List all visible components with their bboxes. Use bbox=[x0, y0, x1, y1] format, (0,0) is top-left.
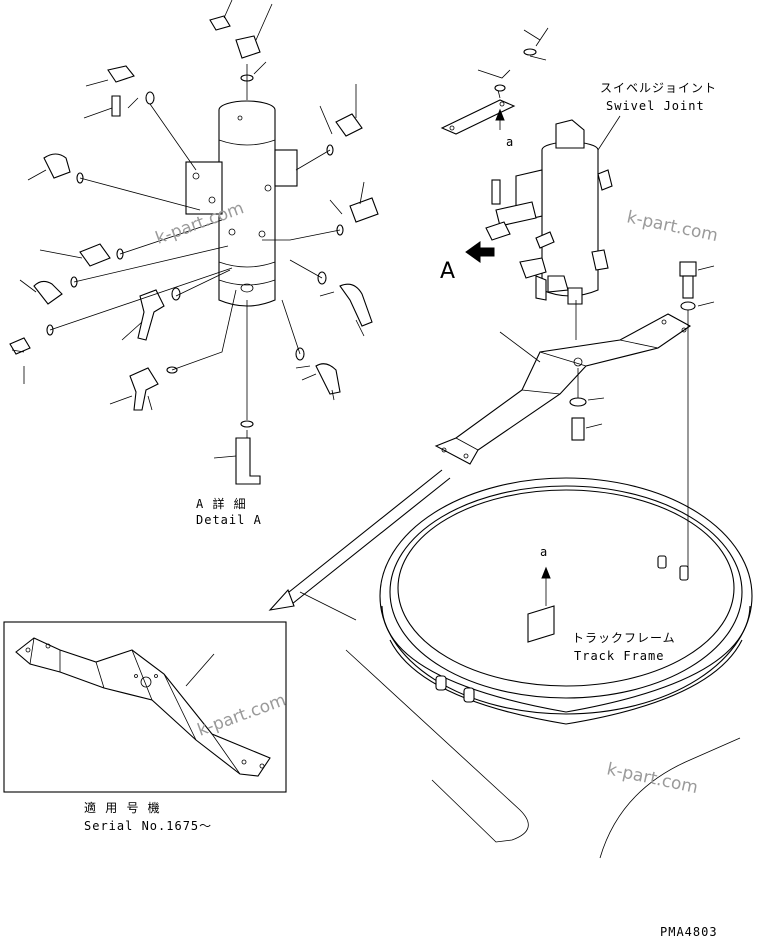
view-letter: A bbox=[440, 259, 455, 284]
bolt-washer-top-right bbox=[679, 261, 715, 568]
swivel-joint-label-jp: スイベルジョイント bbox=[600, 81, 717, 95]
hose-fitting-left bbox=[137, 289, 165, 341]
watermark: k-part.com bbox=[605, 759, 700, 798]
ref-letter-top: a bbox=[506, 135, 514, 149]
elbow-fitting-left bbox=[43, 153, 71, 179]
detail-a-group bbox=[9, 0, 379, 485]
elbow-fitting-right-low bbox=[315, 363, 341, 395]
ref-letter-frame: a bbox=[540, 545, 548, 559]
track-frame-label-en: Track Frame bbox=[574, 649, 664, 663]
elbow-fitting-left-mid bbox=[33, 280, 63, 305]
tee-fitting-bottom bbox=[235, 437, 261, 485]
o-ring bbox=[171, 287, 181, 301]
serial-label-en: Serial No.1675～ bbox=[84, 819, 212, 833]
bolt-washer-bottom bbox=[569, 368, 605, 441]
detail-label-en: Detail A bbox=[196, 513, 262, 527]
drawing-code: PMA4803 bbox=[660, 925, 718, 939]
inset-arrow-shaft bbox=[283, 469, 451, 605]
plug-fitting bbox=[111, 95, 121, 117]
frame-mount-block bbox=[527, 605, 555, 643]
side-fitting-assembled bbox=[495, 201, 537, 227]
track-frame-label-jp: トラックフレーム bbox=[572, 631, 676, 645]
washer bbox=[494, 84, 506, 92]
serial-label-jp: 適 用 号 機 bbox=[84, 800, 161, 815]
swivel-joint-assembly bbox=[440, 27, 613, 340]
bracket-leader bbox=[499, 331, 541, 363]
view-a-arrow bbox=[465, 241, 495, 263]
hose-adapter-right bbox=[349, 197, 379, 223]
bracket-main bbox=[434, 313, 692, 465]
o-ring bbox=[145, 91, 155, 105]
serial-inset-box bbox=[3, 621, 287, 793]
inset-arrow-head bbox=[268, 588, 295, 611]
detail-label-jp: A 詳 細 bbox=[196, 496, 247, 511]
elbow-fitting-right-top bbox=[335, 113, 363, 137]
track-frame bbox=[299, 477, 753, 859]
elbow-fitting-top bbox=[209, 15, 231, 31]
bolt bbox=[491, 179, 501, 205]
o-ring bbox=[240, 420, 254, 428]
watermark: k-part.com bbox=[195, 690, 289, 740]
swivel-joint-leader bbox=[597, 115, 621, 151]
washer bbox=[523, 48, 537, 56]
mounting-plate-top bbox=[440, 99, 516, 135]
variant-leader bbox=[185, 653, 215, 687]
union-fitting bbox=[79, 243, 111, 267]
tee-fitting-top bbox=[235, 35, 261, 59]
elbow-fitting-left-top bbox=[107, 65, 135, 83]
bracket-variant bbox=[15, 637, 271, 777]
watermark: k-part.com bbox=[625, 207, 720, 246]
hose-fitting-lower-left bbox=[129, 367, 159, 411]
top-fitting-assembled bbox=[555, 119, 585, 149]
hose-fitting-right bbox=[339, 283, 373, 327]
swivel-joint-label-en: Swivel Joint bbox=[606, 99, 705, 113]
